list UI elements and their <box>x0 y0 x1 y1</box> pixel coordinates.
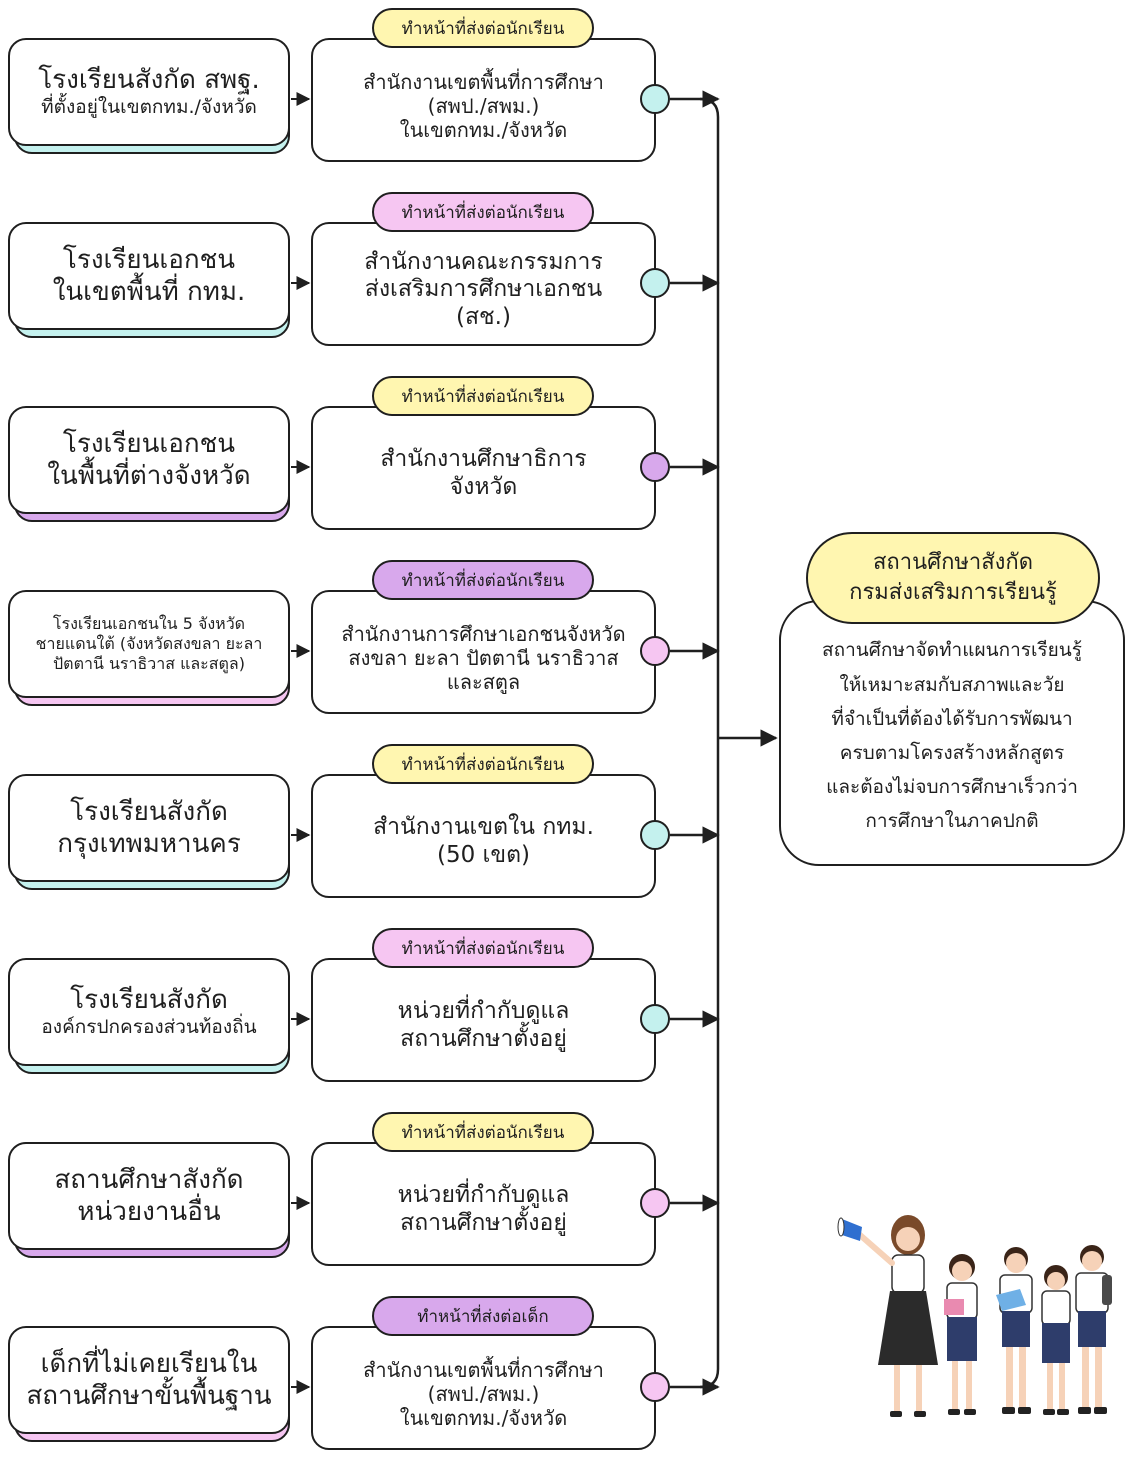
flow-row: เด็กที่ไม่เคยเรียนในสถานศึกษาขั้นพื้นฐาน… <box>0 1296 760 1466</box>
destination-title-line-2: กรมส่งเสริมการเรียนรู้ <box>849 580 1057 605</box>
connector-dot <box>640 636 670 666</box>
source-text-line: สถานศึกษาขั้นพื้นฐาน <box>26 1381 272 1411</box>
flow-row: โรงเรียนสังกัด สพฐ.ที่ตั้งอยู่ในเขตกทม./… <box>0 8 760 178</box>
agency-box: สำนักงานการศึกษาเอกชนจังหวัดสงขลา ยะลา ป… <box>311 590 656 714</box>
connector-dot <box>640 268 670 298</box>
connector-dot <box>640 1004 670 1034</box>
source-text-line: ในพื้นที่ต่างจังหวัด <box>47 461 251 491</box>
trunk-line <box>699 97 720 1389</box>
source-box: โรงเรียนเอกชนใน 5 จังหวัดชายแดนใต้ (จังห… <box>8 590 290 698</box>
source-text-line: ในเขตพื้นที่ กทม. <box>52 277 246 307</box>
agency-box: สำนักงานเขตพื้นที่การศึกษา(สพป./สพม.)ในเ… <box>311 38 656 162</box>
source-box: โรงเรียนเอกชนในเขตพื้นที่ กทม. <box>8 222 290 330</box>
destination-body-line-4: ครบตามโครงสร้างหลักสูตร <box>839 742 1065 764</box>
agency-text-line: (สพป./สพม.) <box>427 94 540 118</box>
source-text-line: ชายแดนใต้ (จังหวัดสงขลา ยะลา <box>35 634 263 653</box>
connector-dot <box>640 84 670 114</box>
flow-row: โรงเรียนเอกชนในเขตพื้นที่ กทม.สำนักงานคณ… <box>0 192 760 362</box>
role-pill: ทำหน้าที่ส่งต่อนักเรียน <box>372 376 594 416</box>
flow-row: สถานศึกษาสังกัดหน่วยงานอื่นหน่วยที่กำกับ… <box>0 1112 760 1282</box>
agency-text-line: จังหวัด <box>449 474 518 500</box>
agency-box: สำนักงานศึกษาธิการจังหวัด <box>311 406 656 530</box>
source-text-line: โรงเรียนสังกัด <box>70 984 228 1015</box>
agency-text-line: (สช.) <box>456 303 511 330</box>
agency-text-line: สำนักงานเขตใน กทม. <box>373 814 594 841</box>
role-pill: ทำหน้าที่ส่งต่อนักเรียน <box>372 560 594 600</box>
source-text-line: กรุงเทพมหานคร <box>57 829 241 859</box>
source-text-line: โรงเรียนสังกัด <box>70 796 228 827</box>
role-pill: ทำหน้าที่ส่งต่อนักเรียน <box>372 928 594 968</box>
agency-box: สำนักงานเขตใน กทม.(50 เขต) <box>311 774 656 898</box>
source-text-line: ปัตตานี นราธิวาส และสตูล) <box>53 654 245 673</box>
flow-row: โรงเรียนสังกัดกรุงเทพมหานครสำนักงานเขตใน… <box>0 744 760 914</box>
agency-box: สำนักงานคณะกรรมการส่งเสริมการศึกษาเอกชน(… <box>311 222 656 346</box>
agency-text-line: สำนักงานการศึกษาเอกชนจังหวัด <box>341 622 626 646</box>
flow-row: โรงเรียนเอกชนใน 5 จังหวัดชายแดนใต้ (จังห… <box>0 560 760 730</box>
agency-text-line: (สพป./สพม.) <box>427 1382 540 1406</box>
destination-body-line-2: ให้เหมาะสมกับสภาพและวัย <box>839 673 1065 696</box>
destination-box: สถานศึกษาจัดทำแผนการเรียนรู้ ให้เหมาะสมก… <box>779 600 1125 866</box>
student-figure-1 <box>944 1254 978 1415</box>
agency-text-line: สำนักงานคณะกรรมการ <box>364 248 603 275</box>
source-text-line: โรงเรียนเอกชน <box>62 244 236 275</box>
role-pill: ทำหน้าที่ส่งต่อนักเรียน <box>372 1112 594 1152</box>
agency-text-line: สถานศึกษาตั้งอยู่ <box>400 1026 567 1052</box>
agency-text-line: สำนักงานเขตพื้นที่การศึกษา <box>363 1358 604 1382</box>
agency-text-line: ในเขตกทม./จังหวัด <box>399 1406 568 1430</box>
source-agency-rows: โรงเรียนสังกัด สพฐ.ที่ตั้งอยู่ในเขตกทม./… <box>0 8 760 1450</box>
destination-body-line-6: การศึกษาในภาคปกติ <box>865 810 1039 833</box>
connector-dot <box>640 452 670 482</box>
student-figure-2 <box>996 1247 1033 1414</box>
agency-text-line: หน่วยที่กำกับดูแล <box>397 1182 570 1209</box>
agency-text-line: และสตูล <box>446 670 521 694</box>
role-pill: ทำหน้าที่ส่งต่อนักเรียน <box>372 8 594 48</box>
source-text-line: โรงเรียนสังกัด สพฐ. <box>38 64 260 95</box>
source-text-line: โรงเรียนเอกชนใน 5 จังหวัด <box>52 614 246 633</box>
role-pill: ทำหน้าที่ส่งต่อนักเรียน <box>372 192 594 232</box>
source-text-line: สถานศึกษาสังกัด <box>54 1164 244 1195</box>
role-pill: ทำหน้าที่ส่งต่อนักเรียน <box>372 744 594 784</box>
source-box: โรงเรียนเอกชนในพื้นที่ต่างจังหวัด <box>8 406 290 514</box>
agency-box: หน่วยที่กำกับดูแลสถานศึกษาตั้งอยู่ <box>311 1142 656 1266</box>
source-box: เด็กที่ไม่เคยเรียนในสถานศึกษาขั้นพื้นฐาน <box>8 1326 290 1434</box>
agency-box: หน่วยที่กำกับดูแลสถานศึกษาตั้งอยู่ <box>311 958 656 1082</box>
source-box: โรงเรียนสังกัด สพฐ.ที่ตั้งอยู่ในเขตกทม./… <box>8 38 290 146</box>
agency-text-line: สำนักงานเขตพื้นที่การศึกษา <box>363 70 604 94</box>
source-text-line: องค์กรปกครองส่วนท้องถิ่น <box>41 1016 257 1039</box>
agency-box: สำนักงานเขตพื้นที่การศึกษา(สพป./สพม.)ในเ… <box>311 1326 656 1450</box>
connector-dot <box>640 1188 670 1218</box>
destination-title: สถานศึกษาสังกัด กรมส่งเสริมการเรียนรู้ <box>806 532 1100 624</box>
teacher-figure <box>837 1215 938 1417</box>
source-box: โรงเรียนสังกัดกรุงเทพมหานคร <box>8 774 290 882</box>
student-figure-4 <box>1075 1245 1112 1414</box>
source-text-line: โรงเรียนเอกชน <box>62 428 236 459</box>
agency-text-line: สำนักงานศึกษาธิการ <box>380 446 587 473</box>
agency-text-line: ส่งเสริมการศึกษาเอกชน <box>364 276 603 303</box>
student-figure-3 <box>1041 1265 1071 1415</box>
source-text-line: เด็กที่ไม่เคยเรียนใน <box>40 1348 258 1379</box>
destination-body-line-3: ที่จำเป็นที่ต้องได้รับการพัฒนา <box>831 707 1073 730</box>
connector-dot <box>640 1372 670 1402</box>
flow-row: โรงเรียนเอกชนในพื้นที่ต่างจังหวัดสำนักงา… <box>0 376 760 546</box>
source-box: สถานศึกษาสังกัดหน่วยงานอื่น <box>8 1142 290 1250</box>
agency-text-line: หน่วยที่กำกับดูแล <box>397 998 570 1025</box>
connector-dot <box>640 820 670 850</box>
agency-text-line: (50 เขต) <box>436 842 531 868</box>
destination-body-line-5: และต้องไม่จบการศึกษาเร็วกว่า <box>826 776 1078 799</box>
destination-body-line-1: สถานศึกษาจัดทำแผนการเรียนรู้ <box>822 639 1082 662</box>
source-text-line: ที่ตั้งอยู่ในเขตกทม./จังหวัด <box>41 96 257 119</box>
flow-row: โรงเรียนสังกัดองค์กรปกครองส่วนท้องถิ่นหน… <box>0 928 760 1098</box>
source-text-line: หน่วยงานอื่น <box>77 1197 221 1227</box>
destination-title-line-1: สถานศึกษาสังกัด <box>872 550 1034 576</box>
role-pill: ทำหน้าที่ส่งต่อเด็ก <box>372 1296 594 1336</box>
agency-text-line: สงขลา ยะลา ปัตตานี นราธิวาส <box>348 646 619 670</box>
source-box: โรงเรียนสังกัดองค์กรปกครองส่วนท้องถิ่น <box>8 958 290 1066</box>
students-group-illustration <box>837 1215 1112 1417</box>
agency-text-line: สถานศึกษาตั้งอยู่ <box>400 1210 567 1236</box>
agency-text-line: ในเขตกทม./จังหวัด <box>399 118 568 142</box>
